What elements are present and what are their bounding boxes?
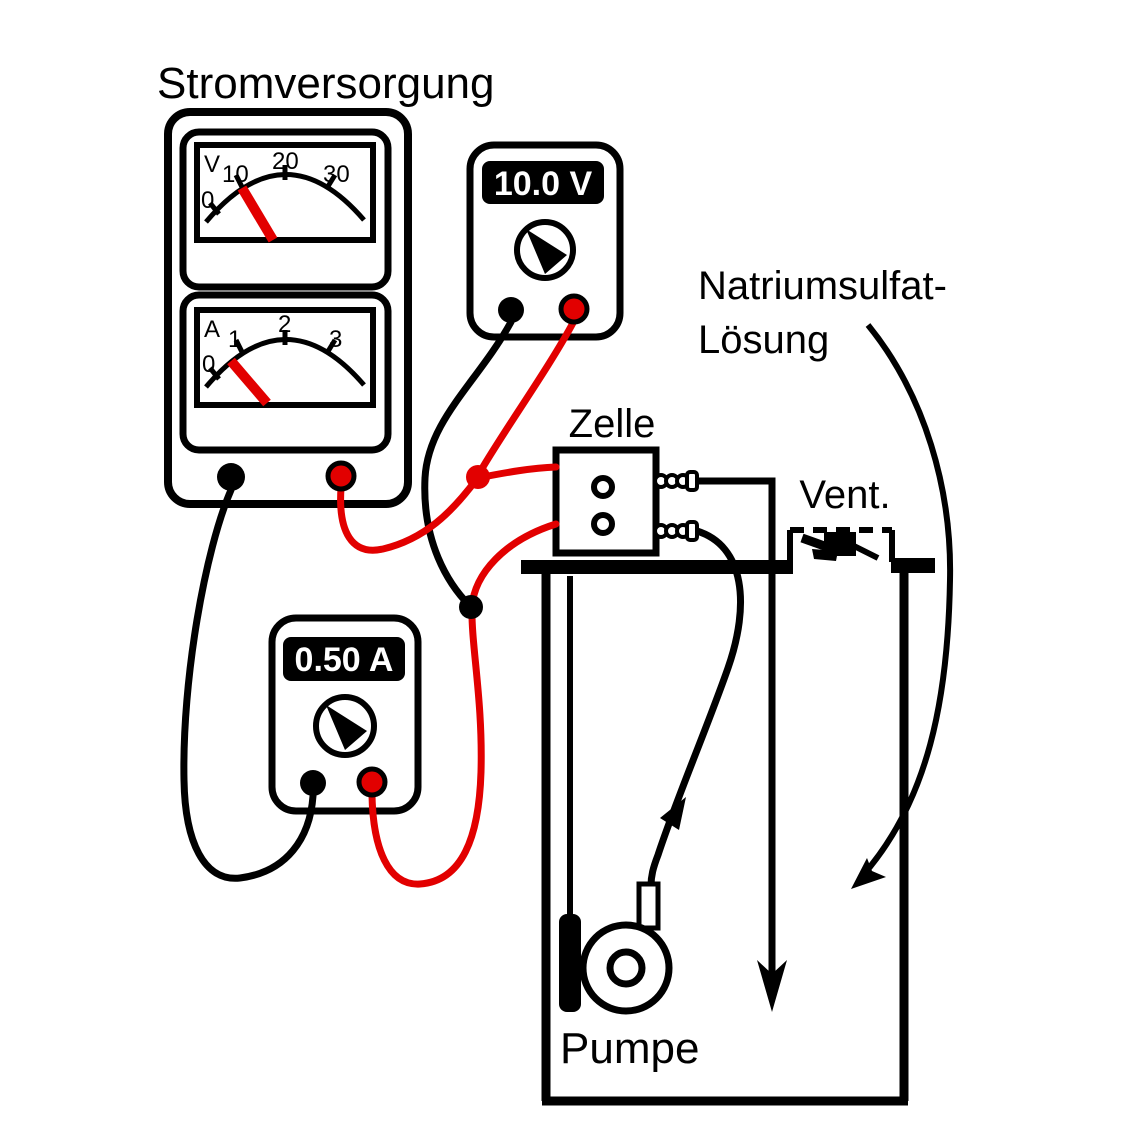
lid-left-segment	[521, 560, 793, 574]
ps-terminal-positive	[325, 460, 357, 492]
vent-assembly	[787, 527, 895, 562]
hose-connector-top	[653, 470, 699, 492]
solution-arrow-line	[861, 323, 954, 876]
tubing	[647, 477, 787, 1012]
wire-red-voltmeter-to-junction	[476, 317, 578, 476]
ammeter-terminal-negative	[300, 770, 326, 796]
flow-arrowhead-icon	[660, 797, 686, 830]
vent-valve-icon	[800, 532, 880, 561]
voltmeter-knob-pointer	[526, 229, 567, 274]
ps-volt-needle	[237, 185, 278, 243]
label-pump: Pumpe	[560, 1024, 699, 1073]
ps-voltmeter-panel: V 0 10 20 30	[179, 128, 392, 291]
ammeter-terminal-positive	[356, 766, 388, 798]
ps-volt-tick-0: 0	[201, 187, 214, 214]
wire-black-ps-to-ammeter	[180, 486, 317, 882]
label-solution-line2: Lösung	[698, 318, 829, 362]
ps-terminal-negative	[217, 463, 245, 491]
ps-amp-tick-3: 3	[329, 326, 342, 353]
junction-dot-black	[459, 595, 483, 619]
ps-volt-tick-30: 30	[323, 161, 350, 188]
lid-right-segment	[891, 558, 935, 573]
ps-volt-unit: V	[204, 151, 220, 178]
wiring	[180, 317, 578, 888]
pump-bracket	[559, 914, 581, 1012]
ps-volt-tick-10: 10	[222, 161, 249, 188]
pump-nozzle	[636, 881, 661, 931]
voltmeter-reading: 10.0 V	[494, 165, 593, 203]
label-solution-line1: Natriumsulfat-	[698, 264, 947, 308]
voltmeter-display	[482, 161, 604, 204]
cell-box	[552, 446, 660, 557]
ammeter-knob-pointer	[326, 705, 367, 750]
pump	[559, 576, 673, 1015]
ps-volt-tick-20: 20	[272, 148, 299, 175]
voltmeter-terminal-negative	[498, 297, 524, 323]
solution-pointer	[851, 323, 954, 889]
label-valve: Vent.	[799, 473, 890, 517]
ps-ammeter-panel: A 0 1 2 3	[179, 291, 392, 454]
pump-tube	[647, 527, 745, 887]
outlet-arrowhead-icon	[757, 960, 787, 1012]
wire-black-voltmeter-to-junction	[421, 318, 515, 610]
ammeter-display	[283, 637, 405, 681]
ps-amp-tick-0: 0	[202, 351, 215, 378]
solution-arrowhead-icon	[851, 858, 886, 889]
voltmeter-terminal-positive	[558, 293, 590, 325]
ammeter-reading: 0.50 A	[295, 641, 394, 679]
pump-hub	[606, 948, 646, 988]
cell	[552, 446, 699, 557]
ps-amp-needle	[227, 357, 271, 407]
wire-red-ps-to-junction	[337, 476, 480, 554]
digital-ammeter: 0.50 A	[268, 614, 422, 815]
terminals	[217, 293, 590, 798]
label-cell: Zelle	[569, 402, 656, 446]
digital-voltmeter: 10.0 V	[466, 141, 624, 341]
ps-amp-tick-2: 2	[278, 311, 291, 338]
cell-port-bottom	[591, 512, 615, 536]
hose-connector-bottom	[653, 520, 699, 542]
outlet-tube	[697, 477, 776, 982]
ps-amp-unit: A	[204, 316, 220, 343]
power-supply: V 0 10 20 30 A 0 1 2 3	[164, 108, 412, 508]
cell-port-top	[591, 475, 615, 499]
beaker	[521, 558, 935, 1106]
ps-amp-tick-1: 1	[228, 326, 241, 353]
junction-dot-red	[466, 465, 490, 489]
title-power-supply: Stromversorgung	[157, 59, 494, 108]
wire-red-ammeter-to-cell	[368, 520, 560, 888]
